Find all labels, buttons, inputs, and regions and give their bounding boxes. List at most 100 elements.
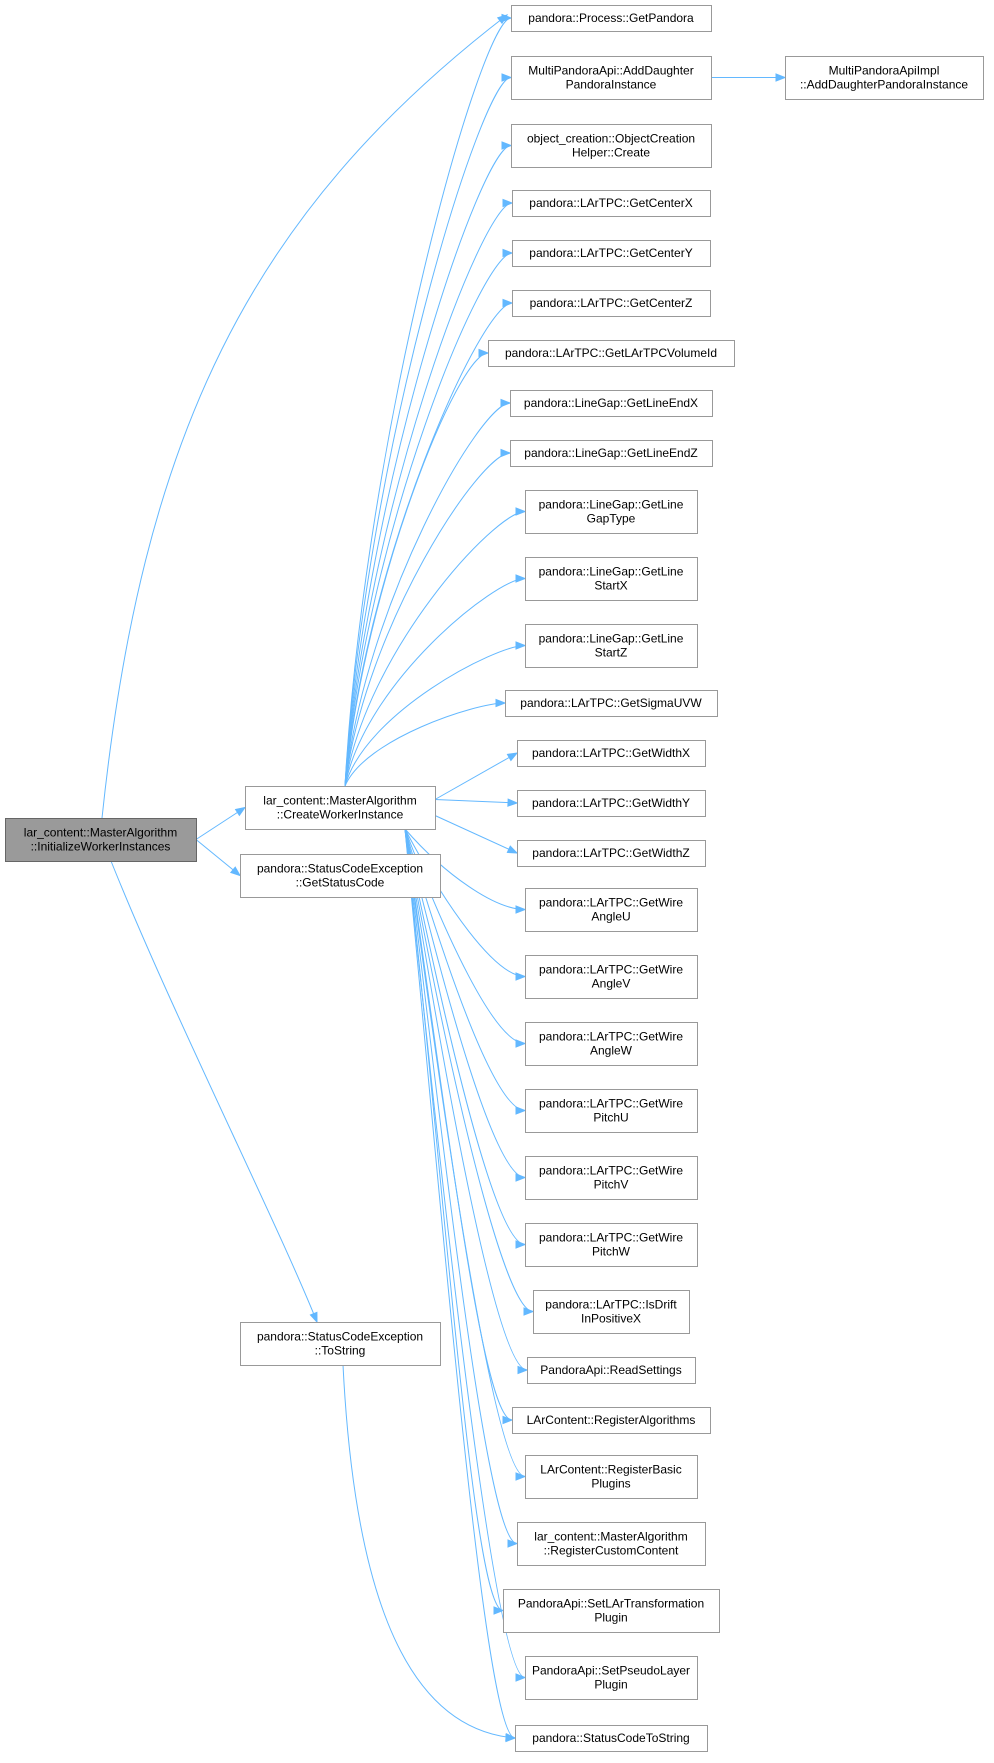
call-edge	[404, 828, 526, 1245]
node-box	[511, 124, 712, 168]
arrowhead	[501, 141, 513, 150]
node-label-line: lar_content::MasterAlgorithm	[24, 826, 177, 840]
node-box	[510, 440, 713, 467]
call-edge	[342, 1364, 516, 1739]
node-box	[525, 888, 698, 932]
node-read-settings[interactable]: PandoraApi::ReadSettings	[527, 1357, 696, 1384]
call-edge	[344, 252, 513, 787]
node-box	[511, 56, 712, 100]
arrowhead	[507, 1539, 519, 1548]
node-box	[525, 557, 698, 601]
node-label-line: pandora::LineGap::GetLine	[539, 632, 684, 646]
node-box	[525, 1455, 698, 1499]
call-edge	[404, 828, 534, 1312]
arrowhead	[500, 398, 512, 408]
node-box	[525, 1656, 698, 1700]
node-box	[505, 690, 718, 717]
node-register-custom-content[interactable]: lar_content::MasterAlgorithm::RegisterCu…	[517, 1522, 706, 1566]
node-box	[533, 1290, 690, 1334]
call-edge	[404, 828, 516, 1739]
node-add-daughter-pandora-instance[interactable]: MultiPandoraApi::AddDaughterPandoraInsta…	[511, 56, 712, 100]
node-label-line: StartX	[594, 579, 627, 593]
node-get-line-end-x[interactable]: pandora::LineGap::GetLineEndX	[510, 390, 713, 417]
node-get-center-y[interactable]: pandora::LArTPC::GetCenterY	[512, 240, 711, 267]
node-label-line: lar_content::MasterAlgorithm	[263, 794, 416, 808]
node-get-width-z[interactable]: pandora::LArTPC::GetWidthZ	[517, 840, 706, 867]
node-get-line-end-z[interactable]: pandora::LineGap::GetLineEndZ	[510, 440, 713, 467]
node-label-line: pandora::LArTPC::GetWidthX	[532, 746, 690, 760]
node-get-sigma-uvw[interactable]: pandora::LArTPC::GetSigmaUVW	[505, 690, 718, 717]
call-edge	[344, 452, 511, 787]
call-edge	[344, 17, 512, 787]
node-label-line: ::GetStatusCode	[296, 876, 385, 890]
node-label-line: pandora::LineGap::GetLine	[539, 565, 684, 579]
call-edge	[404, 828, 526, 910]
node-label-line: GapType	[587, 512, 636, 526]
arrowhead	[515, 905, 527, 914]
call-edge	[434, 752, 518, 800]
node-get-pandora[interactable]: pandora::Process::GetPandora	[511, 5, 712, 32]
node-box	[785, 56, 984, 100]
node-exception-to-string[interactable]: pandora::StatusCodeException::ToString	[240, 1322, 441, 1366]
node-label-line: pandora::StatusCodeException	[257, 862, 423, 876]
node-label-line: PitchU	[593, 1111, 628, 1125]
arrowhead	[478, 348, 490, 358]
node-box	[511, 5, 712, 32]
arrowhead	[775, 73, 787, 82]
node-box	[525, 490, 698, 534]
call-edge	[344, 77, 512, 787]
node-get-lartpc-volume-id[interactable]: pandora::LArTPC::GetLArTPCVolumeId	[488, 340, 735, 367]
node-box	[5, 818, 197, 862]
node-status-code-to-string[interactable]: pandora::StatusCodeToString	[515, 1725, 708, 1752]
call-edge	[344, 145, 512, 787]
arrowhead	[502, 298, 514, 308]
node-impl-add-daughter-pandora-instance[interactable]: MultiPandoraApiImpl::AddDaughterPandoraI…	[785, 56, 984, 100]
node-box	[525, 1223, 698, 1267]
node-create-worker-instance[interactable]: lar_content::MasterAlgorithm::CreateWork…	[245, 786, 436, 830]
arrowhead	[502, 248, 514, 258]
arrowhead	[507, 798, 519, 807]
node-get-center-z[interactable]: pandora::LArTPC::GetCenterZ	[512, 290, 711, 317]
node-label-line: pandora::LArTPC::GetWidthY	[532, 796, 690, 810]
node-box	[503, 1589, 720, 1633]
node-get-width-y[interactable]: pandora::LArTPC::GetWidthY	[517, 790, 706, 817]
node-label-line: pandora::LArTPC::GetCenterY	[529, 246, 692, 260]
arrowhead	[515, 641, 527, 650]
call-edge	[344, 302, 513, 787]
arrowhead	[502, 1415, 514, 1425]
node-get-width-x[interactable]: pandora::LArTPC::GetWidthX	[517, 740, 706, 767]
node-label-line: pandora::LArTPC::IsDrift	[545, 1298, 677, 1312]
node-get-center-x[interactable]: pandora::LArTPC::GetCenterX	[512, 190, 711, 217]
node-label-line: PandoraApi::SetLArTransformation	[518, 1597, 704, 1611]
node-label-line: lar_content::MasterAlgorithm	[534, 1530, 687, 1544]
call-edge	[344, 402, 511, 787]
arrowhead	[515, 507, 527, 516]
node-get-status-code[interactable]: pandora::StatusCodeException::GetStatusC…	[240, 854, 441, 898]
arrowhead	[515, 1472, 527, 1481]
node-label-line: Plugins	[591, 1477, 630, 1491]
node-label-line: PandoraInstance	[566, 78, 657, 92]
arrowhead	[495, 698, 507, 708]
node-label-line: AngleU	[591, 910, 630, 924]
node-register-algorithms[interactable]: LArContent::RegisterAlgorithms	[512, 1407, 711, 1434]
node-box	[512, 1407, 711, 1434]
node-label-line: pandora::LineGap::GetLineEndX	[524, 396, 698, 410]
node-label-line: Plugin	[594, 1611, 627, 1625]
node-label-line: InPositiveX	[581, 1312, 641, 1326]
node-object-creation-helper-create[interactable]: object_creation::ObjectCreationHelper::C…	[511, 124, 712, 168]
arrowhead	[505, 1732, 517, 1742]
arrowhead	[515, 972, 527, 981]
